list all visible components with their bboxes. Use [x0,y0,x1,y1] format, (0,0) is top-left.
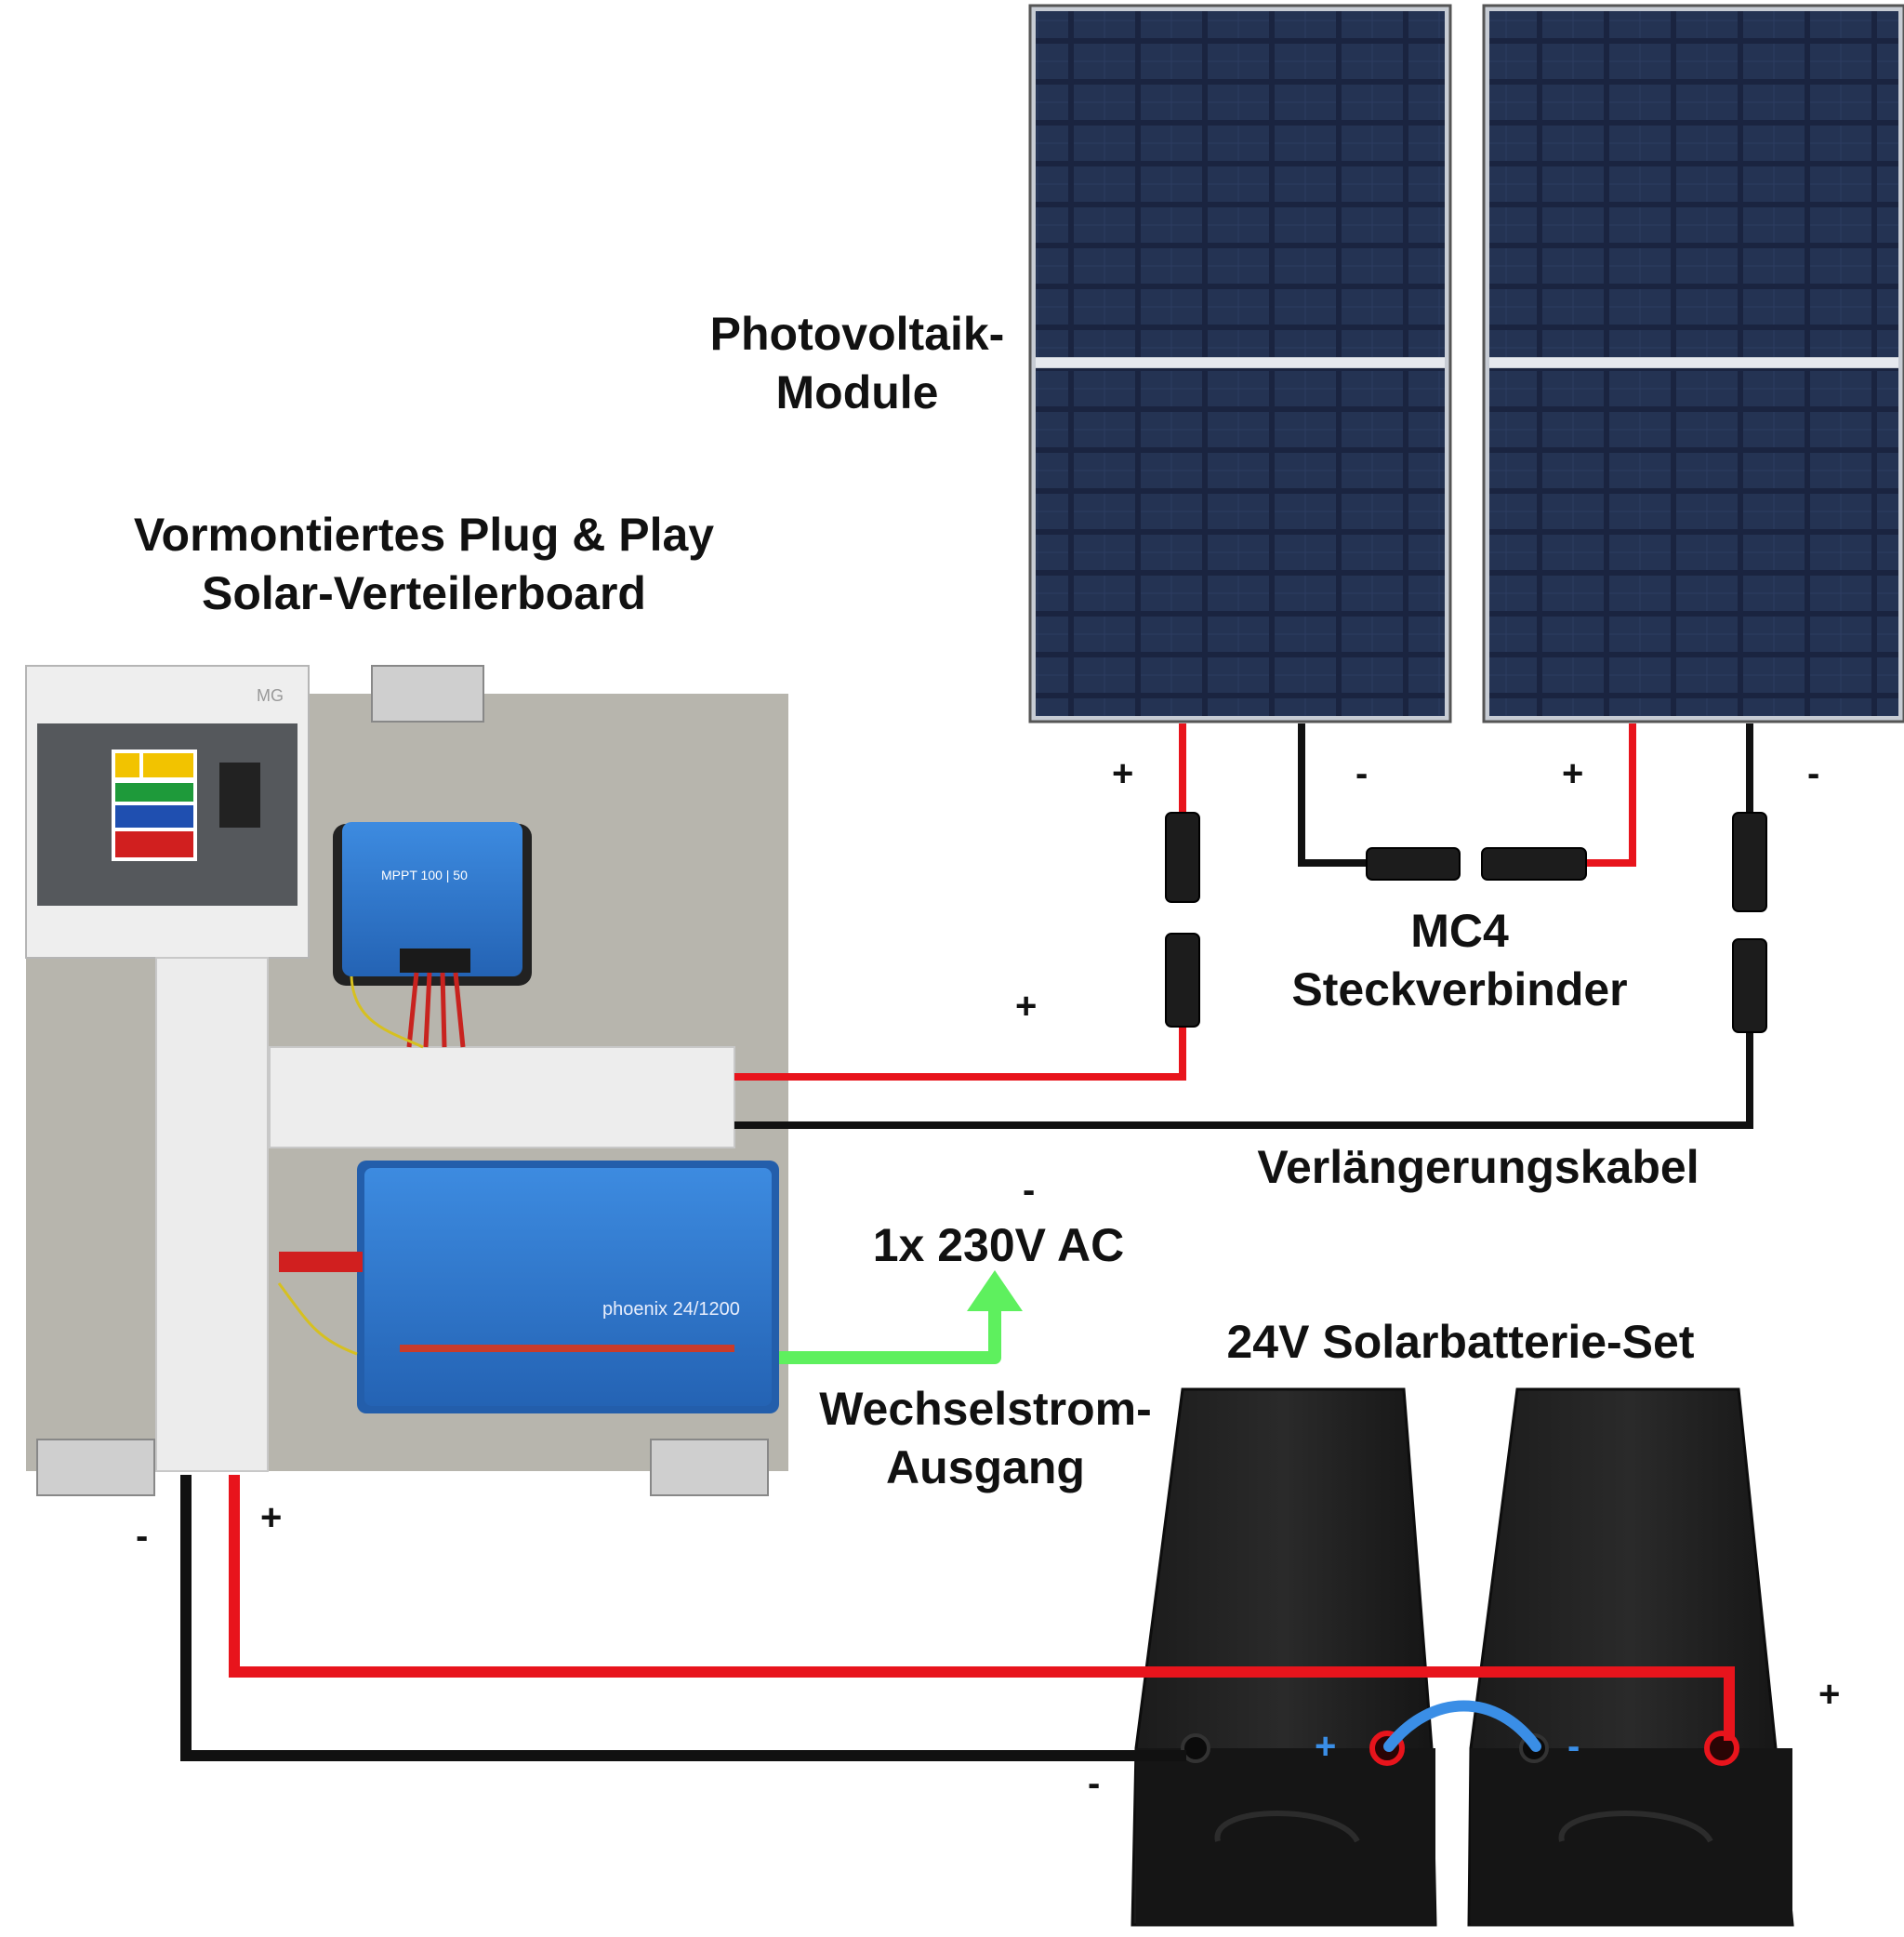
ac-output-arrow-line [779,1296,995,1358]
breaker-box: MG [26,666,309,958]
mc4-connector-middle-left [1367,848,1460,880]
polarity-board-plus: + [260,1499,282,1536]
mc4-connector-right-lower [1733,939,1766,1032]
polarity-battery-plus: + [1818,1676,1840,1713]
polarity-extension-minus: - [1023,1172,1035,1209]
pv-right-positive-lead [1586,723,1633,863]
polarity-bridge-minus: - [1567,1728,1580,1765]
label-mc4-connectors: MC4 Steckverbinder [1255,902,1664,1018]
polarity-battery-minus: - [1088,1765,1100,1802]
label-ac-output-description: Wechselstrom- Ausgang [800,1380,1171,1496]
solar-panel-right [1484,6,1904,722]
mc4-connector-left-upper [1166,813,1199,902]
breaker-box-brand: MG [257,686,284,705]
label-ac-output: 1x 230V AC [840,1216,1157,1275]
distribution-board: MG MPPT 100 | 50 phoenix 24/1200 [26,666,788,1495]
mc4-connector-left-lower [1166,934,1199,1027]
charge-controller-model: MPPT 100 | 50 [381,868,468,882]
polarity-extension-plus: + [1015,988,1037,1025]
battery-left-negative-terminal [1183,1735,1209,1761]
polarity-board-minus: - [136,1518,148,1555]
vertical-cable-duct [156,958,268,1471]
extension-negative-cable [734,1015,1750,1125]
battery-negative-cable [186,1475,1186,1756]
mc4-connector-middle-right [1482,848,1586,880]
polarity-bridge-plus: + [1315,1728,1336,1765]
inverter-model: phoenix 24/1200 [602,1299,740,1320]
battery-left [1132,1389,1435,1925]
polarity-pv-right-plus: + [1562,755,1583,792]
label-battery-set: 24V Solarbatterie-Set [1168,1313,1753,1372]
battery-right [1469,1389,1792,1925]
label-distribution-board: Vormontiertes Plug & Play Solar-Verteile… [89,506,759,622]
label-extension-cable: Verlängerungskabel [1199,1138,1757,1197]
label-pv-modules: Photovoltaik- Module [690,305,1025,421]
mc4-connector-right-upper [1733,813,1766,911]
polarity-pv-left-plus: + [1112,755,1133,792]
solar-panel-left [1030,6,1450,722]
ac-output-arrow-head [967,1270,1023,1311]
polarity-pv-right-minus: - [1807,755,1819,792]
extension-positive-cable [734,1027,1183,1077]
polarity-pv-left-minus: - [1355,755,1368,792]
horizontal-cable-duct [270,1047,734,1148]
